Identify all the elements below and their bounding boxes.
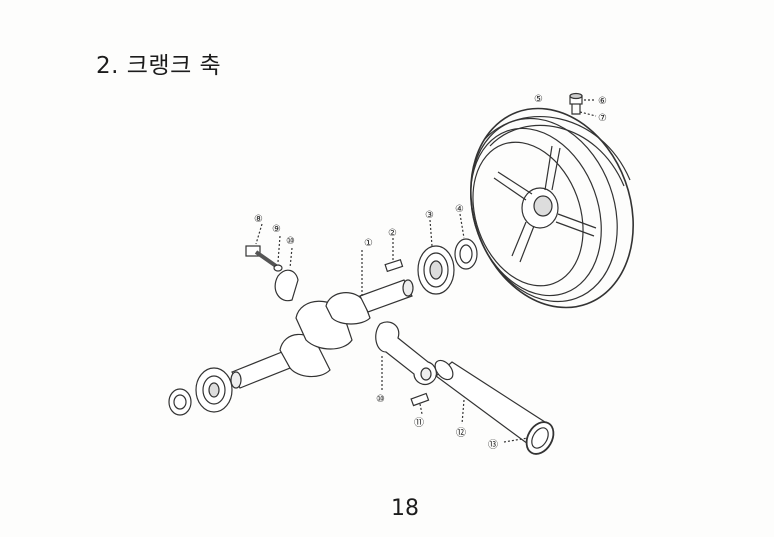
right-bearing bbox=[417, 219, 455, 295]
label-11: ⑪ bbox=[414, 417, 424, 429]
pulley bbox=[470, 107, 634, 309]
label-5: ⑤ bbox=[534, 94, 543, 105]
bolt-assembly bbox=[245, 223, 299, 302]
crankshaft bbox=[230, 250, 414, 389]
connecting-rod bbox=[375, 321, 437, 390]
crank-key bbox=[384, 258, 404, 273]
label-2: ② bbox=[388, 228, 397, 239]
pulley-key-bolt bbox=[569, 92, 597, 117]
piston-pin bbox=[410, 392, 430, 415]
label-10a: ⑩ bbox=[286, 236, 295, 247]
label-3: ③ bbox=[425, 210, 434, 221]
page-number: 18 bbox=[391, 496, 419, 521]
part-labels: ① ② ③ ④ ⑤ ⑥ ⑦ ⑧ ⑨ ⑩ ⑩ ⑪ ⑫ ⑬ bbox=[254, 94, 607, 451]
label-10b: ⑩ bbox=[376, 394, 385, 405]
label-8: ⑧ bbox=[254, 214, 263, 225]
left-bearing bbox=[195, 367, 233, 413]
label-9: ⑨ bbox=[272, 224, 281, 235]
section-title: 2. 크랭크 축 bbox=[96, 53, 222, 79]
label-7: ⑦ bbox=[598, 113, 607, 124]
label-1: ① bbox=[364, 238, 373, 249]
label-6: ⑥ bbox=[598, 96, 607, 107]
left-oil-seal bbox=[168, 388, 192, 416]
label-4: ④ bbox=[455, 204, 464, 215]
label-13: ⑬ bbox=[488, 439, 498, 451]
label-12: ⑫ bbox=[456, 427, 466, 439]
end-ring bbox=[503, 421, 555, 455]
piston-cylinder bbox=[434, 359, 549, 445]
right-oil-seal bbox=[454, 213, 478, 270]
